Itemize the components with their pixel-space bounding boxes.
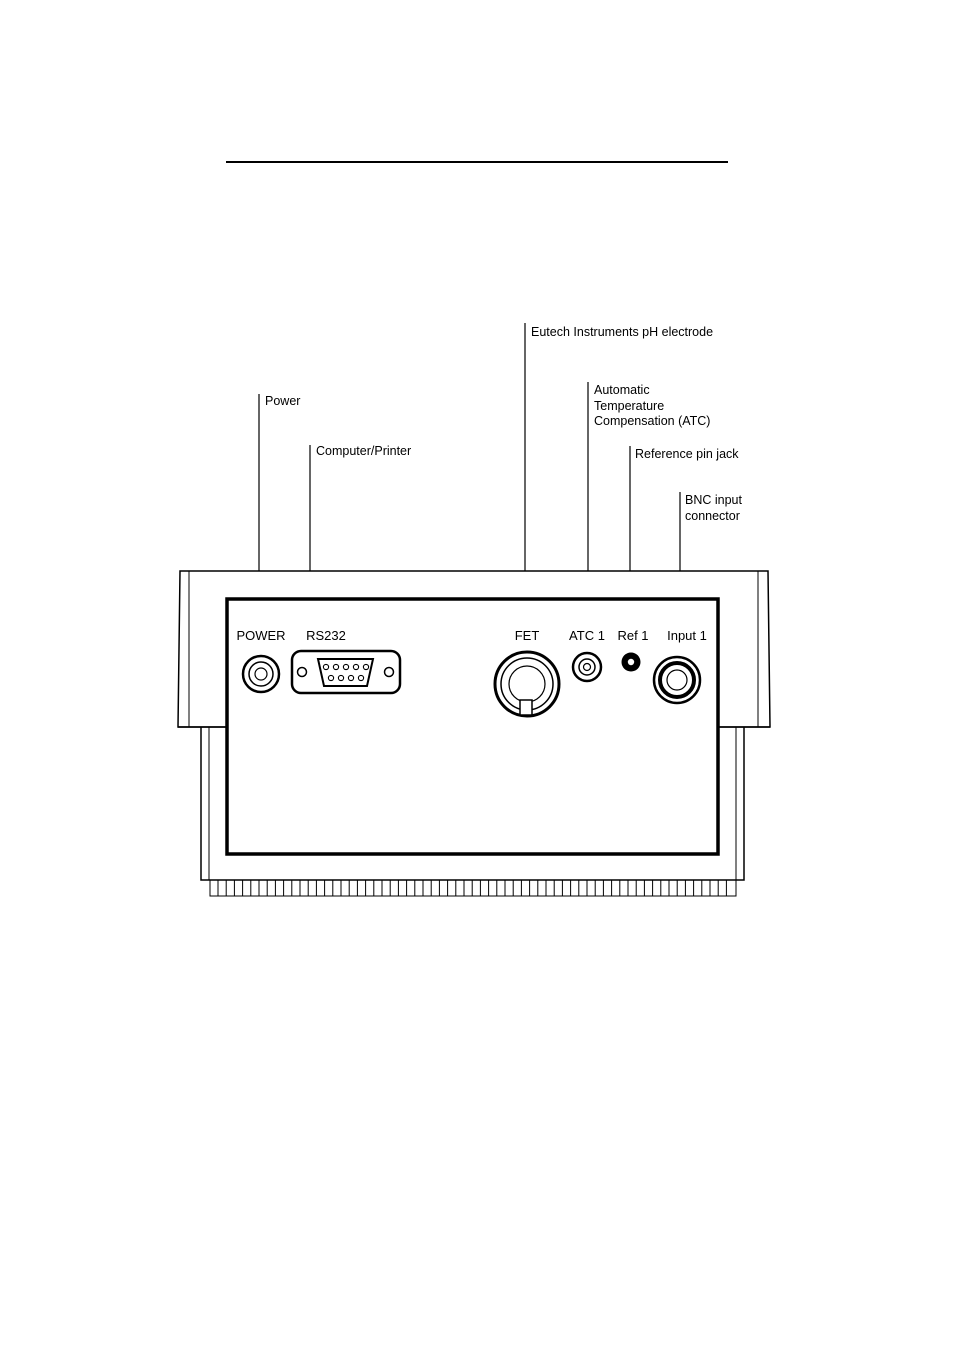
- callout-computer: Computer/Printer: [316, 444, 411, 458]
- rs232-connector: [292, 651, 400, 693]
- rib-strip: [210, 880, 736, 896]
- reference-pin-jack: [622, 653, 641, 672]
- port-label-ref: Ref 1: [617, 628, 648, 643]
- port-label-input: Input 1: [667, 628, 707, 643]
- fet-connector: [495, 652, 559, 716]
- port-label-atc: ATC 1: [569, 628, 605, 643]
- callout-electrode: Eutech Instruments pH electrode: [531, 325, 713, 339]
- callout-power: Power: [265, 394, 300, 408]
- callout-bnc-1: BNC input: [685, 493, 742, 507]
- port-label-rs232: RS232: [306, 628, 346, 643]
- callout-reference: Reference pin jack: [635, 447, 739, 461]
- callout-atc-1: Automatic: [594, 383, 650, 397]
- atc-jack: [573, 653, 601, 681]
- port-label-fet: FET: [515, 628, 540, 643]
- callout-arrows: [259, 323, 680, 612]
- callout-bnc-2: connector: [685, 509, 740, 523]
- port-label-power: POWER: [236, 628, 285, 643]
- bnc-input-connector: [654, 657, 700, 703]
- callout-atc-3: Compensation (ATC): [594, 414, 710, 428]
- callout-atc-2: Temperature: [594, 399, 664, 413]
- bottom-ribs: [210, 880, 736, 896]
- power-jack: [243, 656, 279, 692]
